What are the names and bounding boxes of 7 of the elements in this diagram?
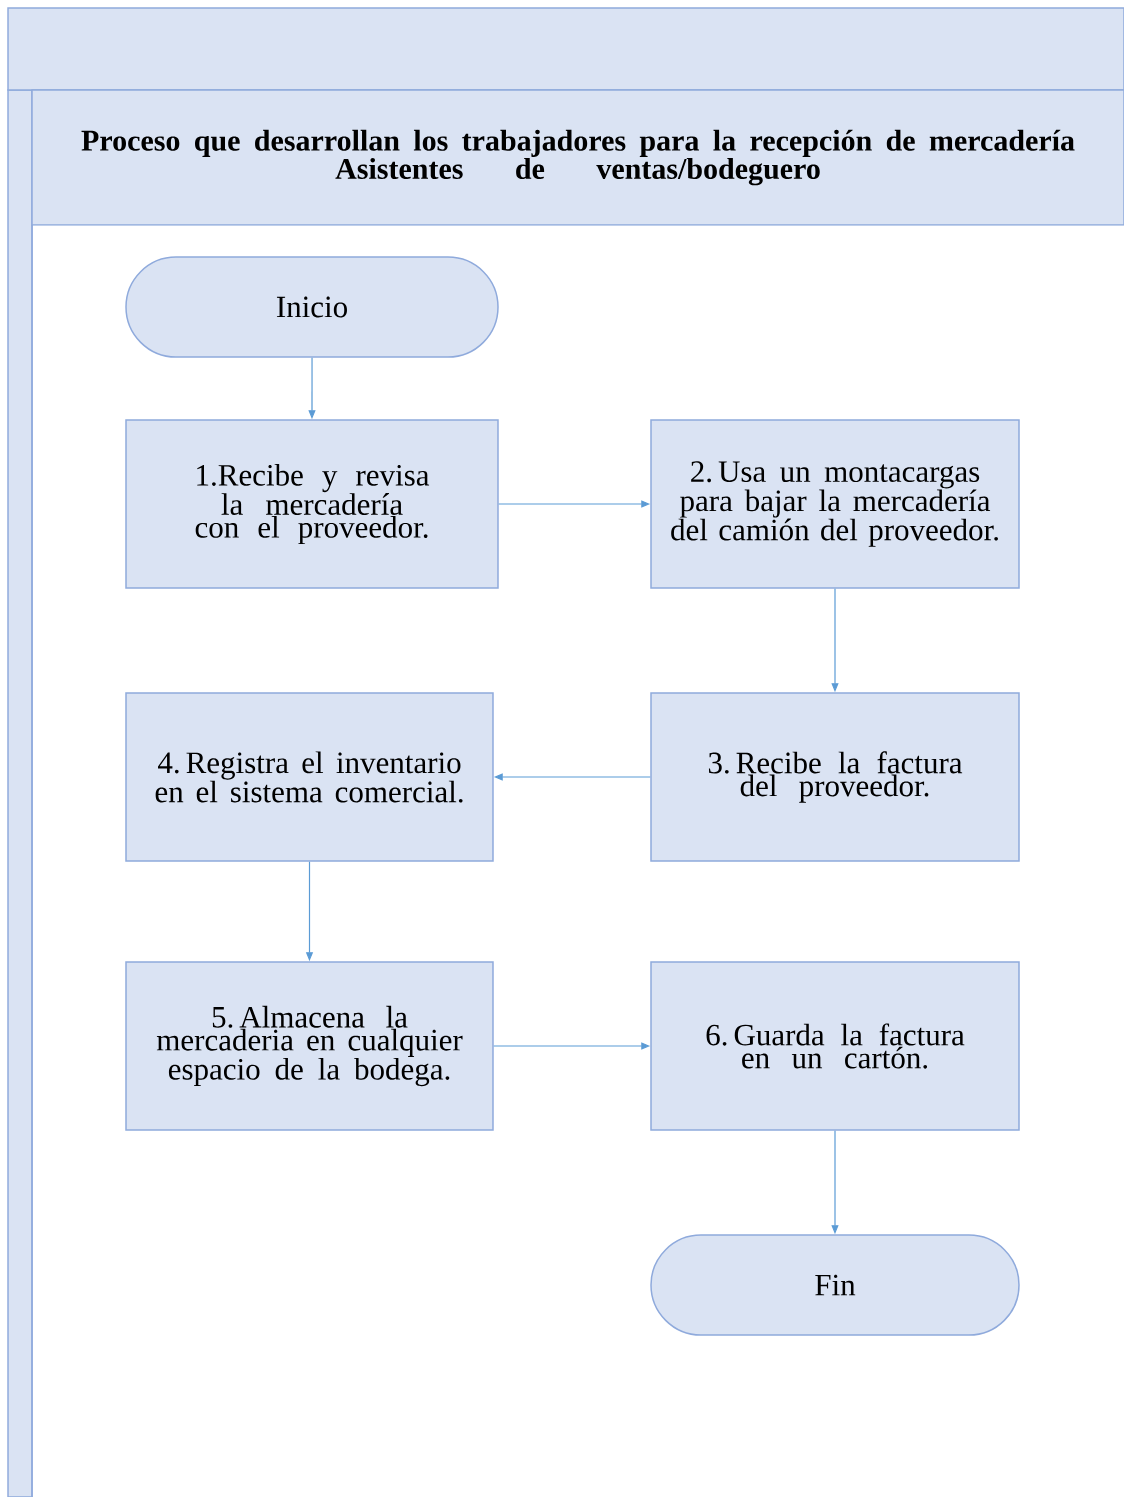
title-band (7, 7, 1124, 91)
process-box: 1.Recibe y revisa la mercadería con el proveedor. (125, 419, 499, 589)
process-box: 6. Guarda la factura en un cartón. (650, 961, 1020, 1131)
process-box: 4. Registra el inventario en el sistema comercial. (125, 692, 494, 862)
process-box: 2. Usa un montacargas para bajar la mercadería del camión del proveedor. (650, 419, 1020, 589)
process-box: 3. Recibe la factura del proveedor. (650, 692, 1020, 862)
process-box: 5. Almacena la mercaderia en cualquier espacio de la bodega. (125, 961, 494, 1131)
